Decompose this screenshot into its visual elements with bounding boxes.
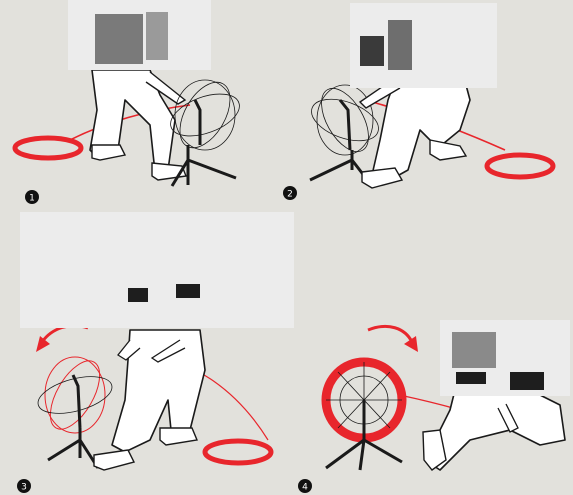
reel-stand-icon (34, 353, 116, 468)
cable-coil-icon (487, 155, 553, 177)
cable-coil-icon (15, 138, 81, 158)
shoe-right (160, 428, 197, 445)
shoe-left (92, 145, 125, 160)
step-4-panel: 4 (298, 320, 570, 493)
step-1-panel: 1 (15, 0, 245, 204)
step-number: 3 (21, 483, 27, 493)
redacted-block (20, 212, 294, 328)
step-number: 1 (29, 194, 35, 204)
step-number: 4 (302, 483, 308, 493)
rotation-arrow-icon (42, 326, 88, 342)
rotation-arrow-icon (368, 326, 412, 342)
step-number: 2 (287, 190, 293, 200)
step-2-panel: 2 (283, 3, 553, 200)
cable-coil-icon (205, 441, 271, 463)
shoe-left (362, 168, 402, 188)
person-figure (428, 385, 565, 470)
step-3-panel: 3 (17, 212, 294, 493)
reel-stand-icon (326, 362, 402, 470)
shoe-right (430, 140, 466, 160)
shoe-left (94, 450, 134, 470)
